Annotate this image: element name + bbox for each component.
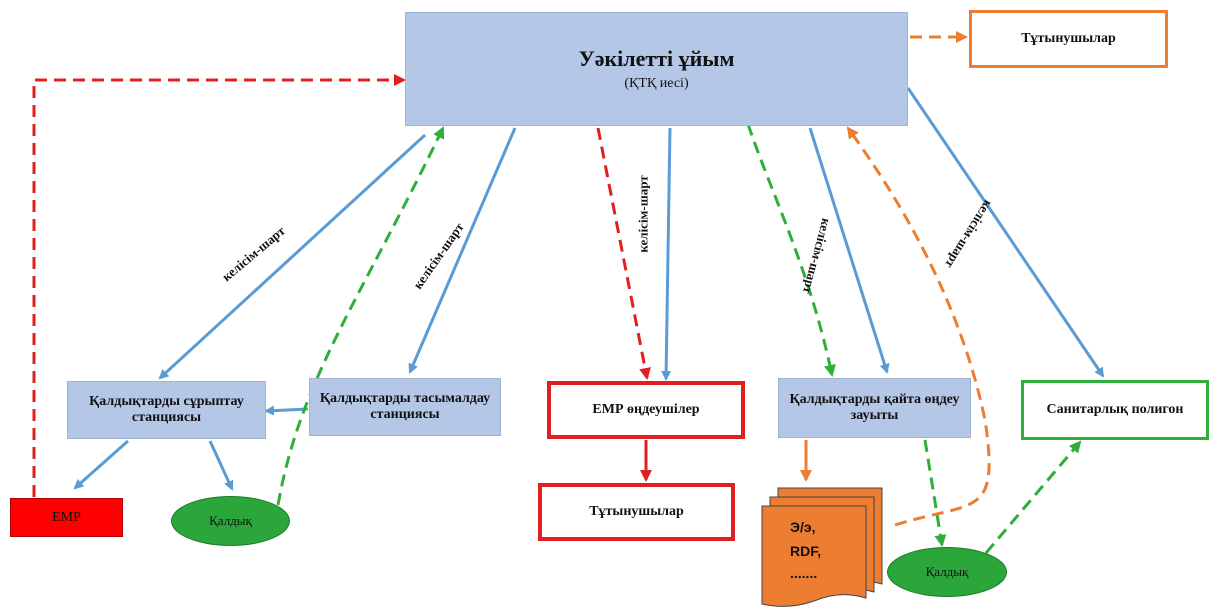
transport-station-box: Қалдықтарды тасымалдау станциясы xyxy=(309,378,501,436)
transport-station-label: Қалдықтарды тасымалдау станциясы xyxy=(319,391,491,422)
arrow-tailings-left-to-authority xyxy=(276,126,445,506)
arrow-authority-to-sorting xyxy=(158,133,427,380)
recycling-plant-box: Қалдықтарды қайта өңдеу зауыты xyxy=(778,378,971,438)
arrow-authority-to-emr-processors-dashed xyxy=(596,127,651,380)
recycling-plant-label: Қалдықтарды қайта өңдеу зауыты xyxy=(789,392,960,423)
tailings-left-label: Қалдық xyxy=(209,513,252,528)
products-line-2: RDF, xyxy=(790,543,822,559)
sorting-station-label: Қалдықтарды сұрыптау станциясы xyxy=(89,394,244,425)
tailings-right-label: Қалдық xyxy=(925,564,969,579)
arrow-sorting-to-tailings xyxy=(208,440,234,491)
arrow-tailings-right-to-landfill xyxy=(984,440,1082,554)
consumers-bottom-box: Тұтынушылар xyxy=(538,483,735,541)
consumers-top-label: Тұтынушылар xyxy=(1021,31,1116,46)
products-line-1: Э/э, xyxy=(790,519,816,535)
arrow-products-to-authority xyxy=(846,126,991,527)
emr-processors-box: ЕМР өңдеушілер xyxy=(547,381,745,439)
sanitary-landfill-box: Санитарлық полигон xyxy=(1021,380,1209,440)
consumers-bottom-label: Тұтынушылар xyxy=(589,504,684,519)
arrow-authority-to-landfill xyxy=(906,87,1105,378)
arrow-authority-to-emr-processors xyxy=(661,127,672,381)
arrow-authority-to-recycling-dashed xyxy=(746,123,836,377)
tailings-right-ellipse: Қалдық xyxy=(887,547,1007,597)
sorting-station-box: Қалдықтарды сұрыптау станциясы xyxy=(67,381,266,439)
arrow-sorting-to-emr xyxy=(73,439,129,490)
sanitary-landfill-label: Санитарлық полигон xyxy=(1046,402,1184,417)
products-line-3: ....... xyxy=(790,565,818,581)
consumers-top-box: Тұтынушылар xyxy=(969,10,1168,68)
emr-label: ЕМР xyxy=(52,509,81,525)
arrow-authority-to-transport xyxy=(408,127,517,374)
arrow-authority-to-recycling xyxy=(808,127,890,374)
emr-box: ЕМР xyxy=(10,498,123,537)
arrow-transport-to-sorting xyxy=(264,405,309,416)
tailings-left-ellipse: Қалдық xyxy=(171,496,290,546)
authorized-body-title: Уәкілетті ұйым xyxy=(578,46,735,71)
arrow-emr-to-authority xyxy=(32,74,406,497)
authorized-body-box: Уәкілетті ұйым (ҚТҚ иесі) xyxy=(405,12,908,126)
authorized-body-subtitle: (ҚТҚ иесі) xyxy=(624,76,689,91)
emr-processors-label: ЕМР өңдеушілер xyxy=(592,402,700,417)
